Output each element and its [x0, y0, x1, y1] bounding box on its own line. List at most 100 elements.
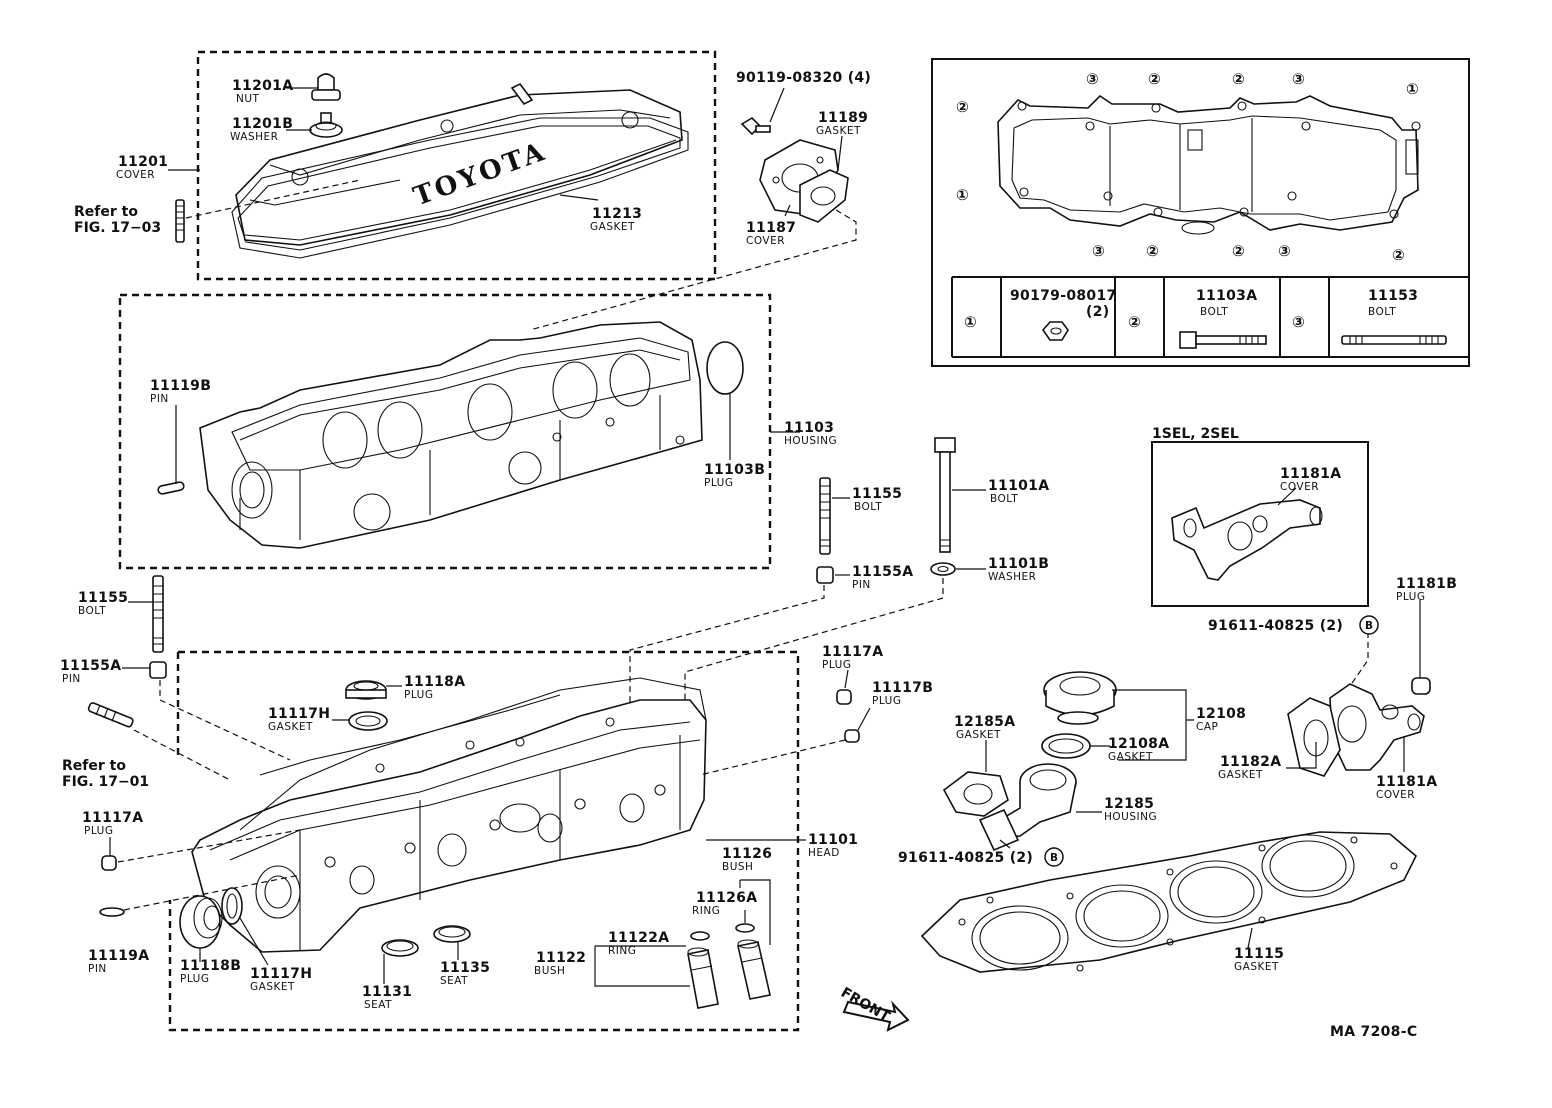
front-arrow: FRONT	[838, 985, 910, 1032]
label-11118a-pn: 11118A	[404, 674, 465, 690]
marker-2: ②	[1232, 242, 1245, 260]
label-12185a-nm: GASKET	[956, 729, 1001, 741]
small-cover-gasket-drawing	[799, 169, 849, 223]
label-11181a-bot-pn: 11181A	[1376, 774, 1437, 790]
sel-box-frame	[1151, 441, 1369, 607]
label-11118a-nm: PLUG	[404, 689, 433, 701]
housing-plug-drawing	[706, 341, 744, 395]
label-11155-left-pn: 11155	[78, 590, 128, 606]
label-11201-nm: COVER	[116, 169, 155, 181]
marker-3: ③	[1278, 242, 1291, 260]
label-11135-pn: 11135	[440, 960, 490, 976]
radiator-cap-drawing	[1043, 671, 1117, 725]
label-11126-pn: 11126	[722, 846, 772, 862]
label-11189-pn: 11189	[818, 110, 868, 126]
pin-11119b-drawing	[157, 481, 185, 495]
cylinder-head-drawing	[191, 677, 707, 953]
label-11117a-right-pn: 11117A	[822, 644, 883, 660]
marker-3: ③	[1092, 242, 1105, 260]
label-11101a-nm: BOLT	[990, 493, 1018, 505]
legend-row3-nm: BOLT	[1368, 306, 1396, 318]
label-11155a-top-nm: PIN	[852, 579, 871, 591]
label-11135-nm: SEAT	[440, 975, 468, 987]
label-11155-top-pn: 11155	[852, 486, 902, 502]
bush-11122-drawing	[687, 947, 719, 1009]
seat-11135-drawing	[433, 925, 471, 943]
filler-housing-drawing	[978, 763, 1077, 852]
label-11213-nm: GASKET	[590, 221, 635, 233]
label-11103b-pn: 11103B	[704, 462, 765, 478]
marker-2: ②	[1148, 70, 1161, 88]
refer-stud-bottom	[87, 702, 134, 728]
pin-11155a-top-drawing	[816, 566, 834, 584]
marker-3: ③	[1086, 70, 1099, 88]
label-11117h-bot-pn: 11117H	[250, 966, 312, 982]
label-11181a-bot-nm: COVER	[1376, 789, 1415, 801]
label-11122a-nm: RING	[608, 945, 636, 957]
label-91611-bot: 91611-40825 (2)	[898, 850, 1033, 866]
legend-row1-qty: (2)	[1086, 304, 1109, 320]
label-11181a-top-pn: 11181A	[1280, 466, 1341, 482]
cover-gasket-drawing	[231, 117, 689, 259]
label-12108a-pn: 12108A	[1108, 736, 1169, 752]
ring-11126a-drawing	[735, 923, 755, 933]
circle-b-label: B	[1365, 620, 1374, 632]
label-11131-pn: 11131	[362, 984, 412, 1000]
plug-11118a-drawing	[345, 680, 387, 700]
label-11101a-pn: 11101A	[988, 478, 1049, 494]
bolt-11155-left-drawing	[152, 575, 164, 653]
legend-row3-marker: ③	[1292, 313, 1305, 331]
marker-2: ②	[1232, 70, 1245, 88]
label-11155a-left-pn: 11155A	[60, 658, 121, 674]
washer-11101b-drawing	[930, 562, 956, 576]
label-11119b-pn: 11119B	[150, 378, 211, 394]
legend-nut-drawing	[1041, 321, 1069, 341]
legend-row2-pn: 11103A	[1196, 288, 1257, 304]
label-90119: 90119-08320 (4)	[736, 70, 871, 86]
head-gasket-drawing	[920, 831, 1417, 973]
ring-11122a-drawing	[690, 931, 710, 941]
label-11119a-pn: 11119A	[88, 948, 149, 964]
water-outlet-cover-drawing	[1329, 683, 1425, 771]
refer-stud-top	[175, 199, 185, 243]
intake-manifold-gasket-drawing	[997, 94, 1421, 235]
label-11103-nm: HOUSING	[784, 435, 837, 447]
label-11181a-top-nm: COVER	[1280, 481, 1319, 493]
label-11201a-nm: NUT	[236, 93, 260, 105]
label-11201-pn: 11201	[118, 154, 168, 170]
plug-11117a-left-drawing	[101, 855, 117, 871]
label-11117b-nm: PLUG	[872, 695, 901, 707]
label-11117h-top-nm: GASKET	[268, 721, 313, 733]
label-11117h-bot-nm: GASKET	[250, 981, 295, 993]
marker-3: ③	[1292, 70, 1305, 88]
refer-1703-line1: Refer to	[74, 204, 138, 220]
legend-row1-marker: ①	[964, 313, 977, 331]
marker-2: ②	[1392, 246, 1405, 264]
plug-11181b-drawing	[1411, 677, 1431, 695]
label-11119a-nm: PIN	[88, 963, 107, 975]
label-11101-nm: HEAD	[808, 847, 840, 859]
label-11101b-pn: 11101B	[988, 556, 1049, 572]
label-12185a-pn: 12185A	[954, 714, 1015, 730]
legend-row2-marker: ②	[1128, 313, 1141, 331]
seat-11131-drawing	[381, 939, 419, 957]
plug-11117a-right-drawing	[836, 689, 852, 705]
marker-2: ②	[1146, 242, 1159, 260]
legend-row1-pn: 90179-08017	[1010, 288, 1117, 304]
label-11101-pn: 11101	[808, 832, 858, 848]
label-11187-pn: 11187	[746, 220, 796, 236]
label-12185-nm: HOUSING	[1104, 811, 1157, 823]
label-11182a-nm: GASKET	[1218, 769, 1263, 781]
legend-row2-nm: BOLT	[1200, 306, 1228, 318]
label-12108-pn: 12108	[1196, 706, 1246, 722]
label-11213-pn: 11213	[592, 206, 642, 222]
label-11118b-nm: PLUG	[180, 973, 209, 985]
label-12108a-nm: GASKET	[1108, 751, 1153, 763]
bolt-11101a-drawing	[934, 437, 956, 553]
label-11117a-left-pn: 11117A	[82, 810, 143, 826]
label-91611-top: 91611-40825 (2)	[1208, 618, 1343, 634]
bolt-90119-drawing	[740, 116, 771, 136]
gasket-11117h-bottom-drawing	[221, 887, 243, 925]
label-11122a-pn: 11122A	[608, 930, 669, 946]
gasket-12108a-drawing	[1041, 733, 1091, 759]
